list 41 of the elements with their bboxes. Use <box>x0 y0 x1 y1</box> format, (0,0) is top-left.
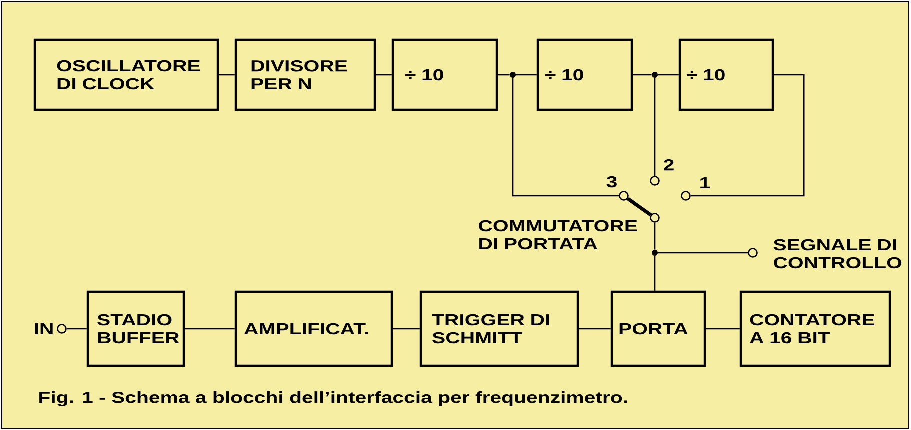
block-box: DIVISORE PER N <box>234 38 376 112</box>
terminal-circle <box>619 191 629 201</box>
connector-line <box>658 74 679 76</box>
connector-line <box>626 197 652 217</box>
block-box: ÷ 10 <box>536 38 634 112</box>
connector-line <box>706 328 740 330</box>
terminal-label: IN <box>35 324 53 334</box>
block-box: AMPLIFICAT. <box>234 290 394 368</box>
block-box: ÷ 10 <box>392 38 498 112</box>
block-box: ÷ 10 <box>678 38 774 112</box>
switch-label: COMMUTATORE DI PORTATA <box>479 220 638 250</box>
block-box: TRIGGER DI SCHMITT <box>420 290 580 368</box>
terminal-circle <box>681 191 691 201</box>
connector-line <box>633 74 652 76</box>
connector-line <box>690 74 805 197</box>
terminal-label: 2 <box>664 159 674 171</box>
connector-line <box>658 252 748 254</box>
terminal-circle <box>650 213 660 223</box>
block-box: CONTATORE A 16 BIT <box>740 290 892 368</box>
connector-line <box>654 78 656 176</box>
terminal-circle <box>748 248 758 258</box>
connector-line <box>654 256 656 291</box>
terminal-label: SEGNALE DI CONTROLLO <box>774 239 902 269</box>
terminal-circle <box>57 324 67 334</box>
block-box: OSCILLATORE DI CLOCK <box>34 38 220 112</box>
connector-line <box>579 328 611 330</box>
connector-line <box>654 222 656 250</box>
connector-line <box>219 74 235 76</box>
block-box: PORTA <box>610 290 706 368</box>
terminal-label: 1 <box>700 178 710 188</box>
connector-line <box>393 328 420 330</box>
figure-caption: Fig. 1 - Schema a blocchi dell’interfaccia per frequenzimetro. <box>40 392 628 406</box>
terminal-circle <box>650 176 660 186</box>
connector-line <box>376 74 392 76</box>
block-box: STADIO BUFFER <box>86 290 186 368</box>
connector-line <box>516 74 537 76</box>
connector-line <box>66 328 87 330</box>
connector-line <box>512 78 620 197</box>
connector-line <box>498 74 510 76</box>
connector-line <box>185 328 235 330</box>
terminal-label: 3 <box>606 176 617 188</box>
